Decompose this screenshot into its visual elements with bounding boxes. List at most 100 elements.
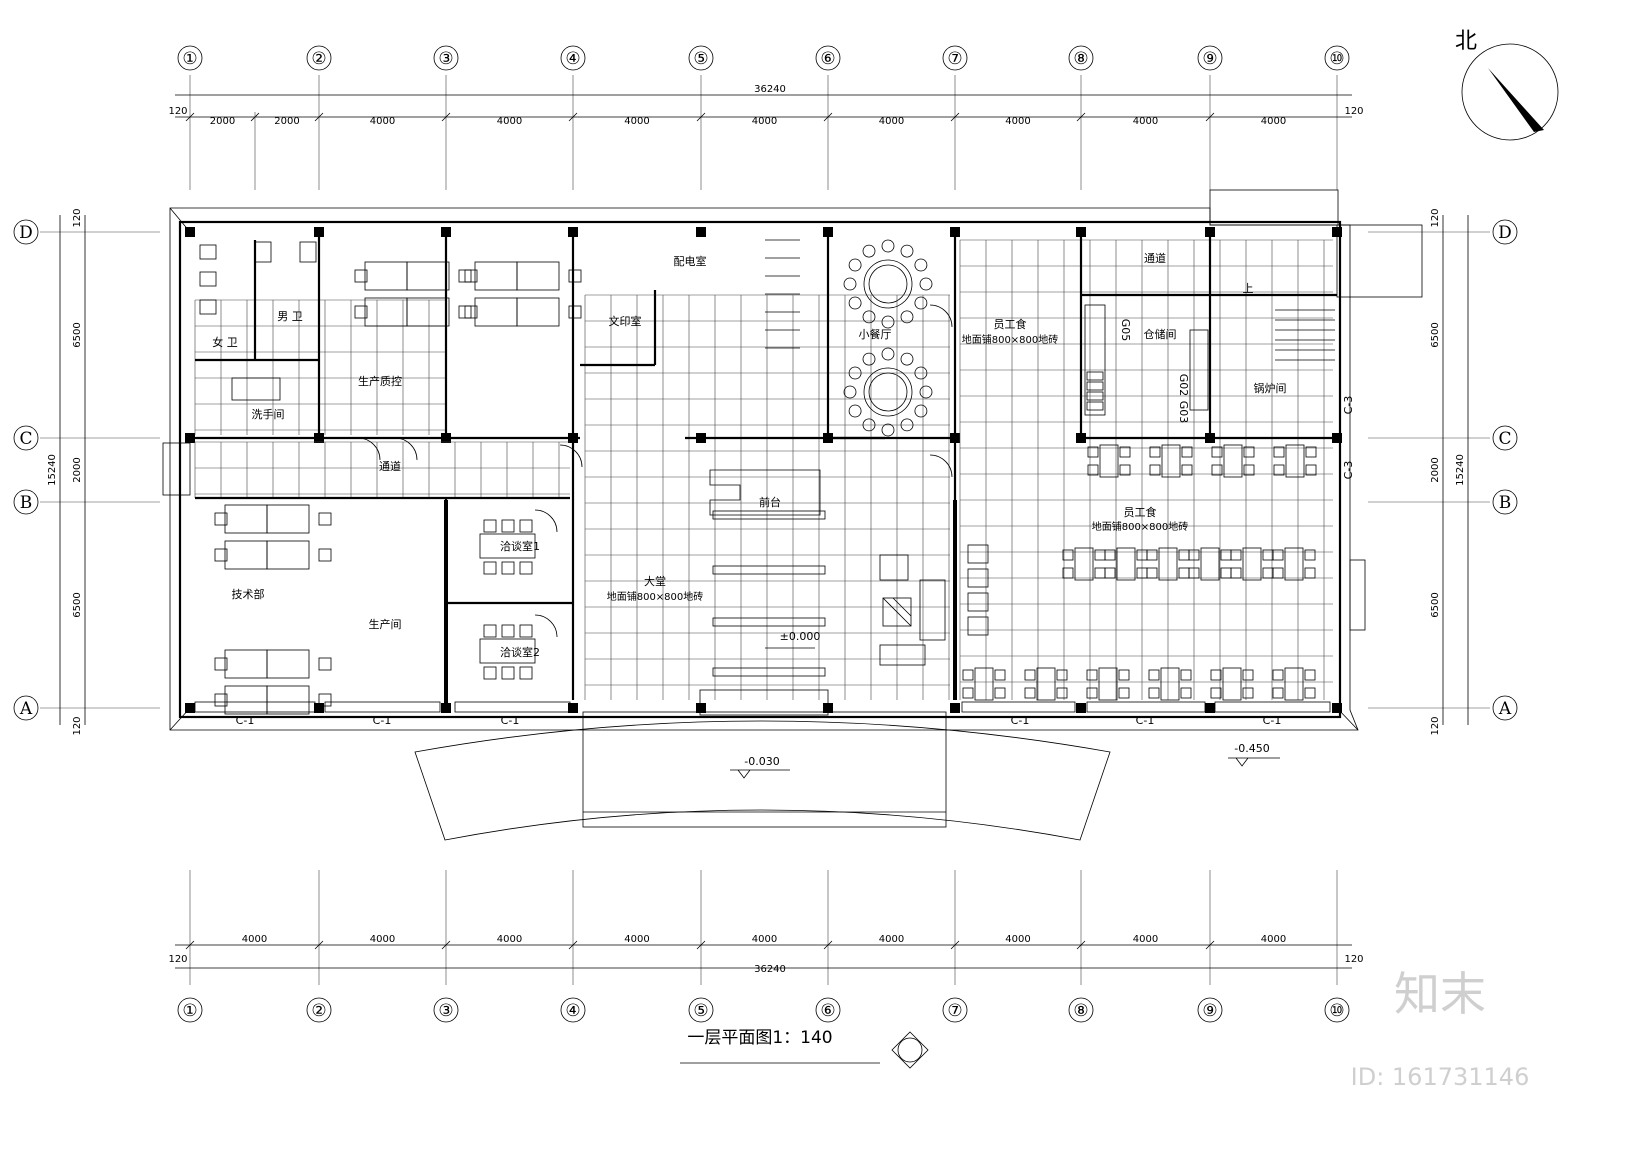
canteen-chair [1304, 549, 1316, 561]
office-desk [364, 297, 408, 327]
room-label-distribution-room: 配电室 [674, 254, 707, 268]
north-arrow-circle [1461, 43, 1559, 141]
canteen-chair [1220, 567, 1232, 579]
dining-chair [914, 366, 928, 380]
room-label-production-room: 生产间 [369, 617, 402, 631]
canteen-chair [1210, 669, 1222, 681]
dim-tick [185, 112, 195, 122]
round-table-inner [868, 372, 908, 412]
coffee-table [882, 597, 912, 627]
north-arrow-needle [1488, 68, 1544, 132]
axis-label-right: D [1498, 223, 1512, 243]
office-desk [406, 297, 450, 327]
canteen-chair [1148, 669, 1160, 681]
axis-label-bottom: ⑤ [693, 1001, 708, 1021]
dining-chair [848, 404, 862, 418]
structural-column [696, 227, 706, 237]
axis-label-bottom: ⑥ [820, 1001, 835, 1021]
axis-bubble [13, 219, 39, 245]
canteen-chair [962, 687, 974, 699]
dim-tick [185, 940, 195, 950]
entrance-platform [582, 711, 947, 828]
toilet-fixture [199, 271, 217, 287]
dim-top-segment: 2000 [274, 116, 299, 127]
room-label-print-room: 文印室 [609, 314, 642, 328]
sofa [879, 554, 909, 581]
meeting-chair [483, 666, 497, 680]
lobby-floor-strip [712, 667, 826, 677]
canteen-chair [1211, 446, 1223, 458]
dim-right-edge-top: 120 [1430, 208, 1441, 227]
axis-bubble [1492, 219, 1518, 245]
exterior-wall [178, 220, 1342, 719]
structural-column [568, 703, 578, 713]
structural-column [1332, 703, 1342, 713]
axis-bubble [815, 997, 841, 1023]
axis-bubble [1492, 489, 1518, 515]
dining-chair [881, 239, 895, 253]
door-swing [534, 614, 558, 638]
dim-top-segment: 2000 [210, 116, 235, 127]
axis-label-left: C [19, 429, 32, 449]
canteen-chair [1086, 687, 1098, 699]
dim-right-total: 15240 [1455, 454, 1466, 486]
dining-chair [900, 310, 914, 324]
dim-tick [568, 940, 578, 950]
elevation-marker [1228, 757, 1280, 767]
canteen-table [1242, 547, 1262, 581]
toilet-fixture [199, 244, 217, 260]
axis-bubble [177, 997, 203, 1023]
office-chair [318, 548, 332, 562]
canteen-chair [1146, 549, 1158, 561]
door-swing [394, 437, 418, 461]
canteen-chair [1062, 567, 1074, 579]
drawing-title: 一层平面图1：140 [687, 1028, 832, 1048]
canteen-chair [1062, 549, 1074, 561]
canteen-chair [1210, 687, 1222, 699]
room-label-washroom: 洗手间 [252, 407, 285, 421]
dim-top-edge-left: 120 [168, 106, 187, 117]
dim-left-edge-bottom: 120 [72, 716, 83, 735]
canteen-chair [1119, 446, 1131, 458]
office-desk [224, 504, 268, 534]
dim-tick [314, 112, 324, 122]
office-desk [224, 540, 268, 570]
canteen-chair [1230, 567, 1242, 579]
office-chair [568, 305, 582, 319]
entrance-door [699, 689, 829, 716]
window-strip [454, 701, 571, 713]
dim-left-segment: 6500 [72, 322, 83, 347]
dim-bottom-segment: 4000 [1005, 934, 1030, 945]
canteen-chair [1273, 446, 1285, 458]
office-desk [266, 540, 310, 570]
dim-tick [950, 112, 960, 122]
axis-bubble [942, 45, 968, 71]
window-tag-east: C-3 [1342, 461, 1355, 480]
front-desk [709, 469, 821, 516]
dim-tick [696, 940, 706, 950]
toilet-fixture [254, 241, 272, 263]
elevation-plaza: -0.030 [744, 755, 779, 768]
office-chair [318, 512, 332, 526]
structural-column [1205, 703, 1215, 713]
canteen-chair [1178, 549, 1190, 561]
office-chair [214, 657, 228, 671]
dim-left-total: 15240 [47, 454, 58, 486]
dim-right-edge-bottom: 120 [1430, 716, 1441, 735]
canteen-chair [1094, 549, 1106, 561]
canteen-chair [1119, 464, 1131, 476]
canteen-table [1160, 667, 1180, 701]
office-desk [406, 261, 450, 291]
canteen-table [974, 667, 994, 701]
room-label-tech-dept: 技术部 [232, 587, 265, 601]
canteen-chair [1118, 669, 1130, 681]
canteen-chair [1305, 446, 1317, 458]
canteen-table [1158, 547, 1178, 581]
meeting-chair [483, 519, 497, 533]
dining-chair [914, 296, 928, 310]
axis-bubble [815, 45, 841, 71]
canteen-chair [1087, 464, 1099, 476]
dim-bottom-segment: 4000 [879, 934, 904, 945]
window-tag-south: C-1 [373, 714, 392, 727]
